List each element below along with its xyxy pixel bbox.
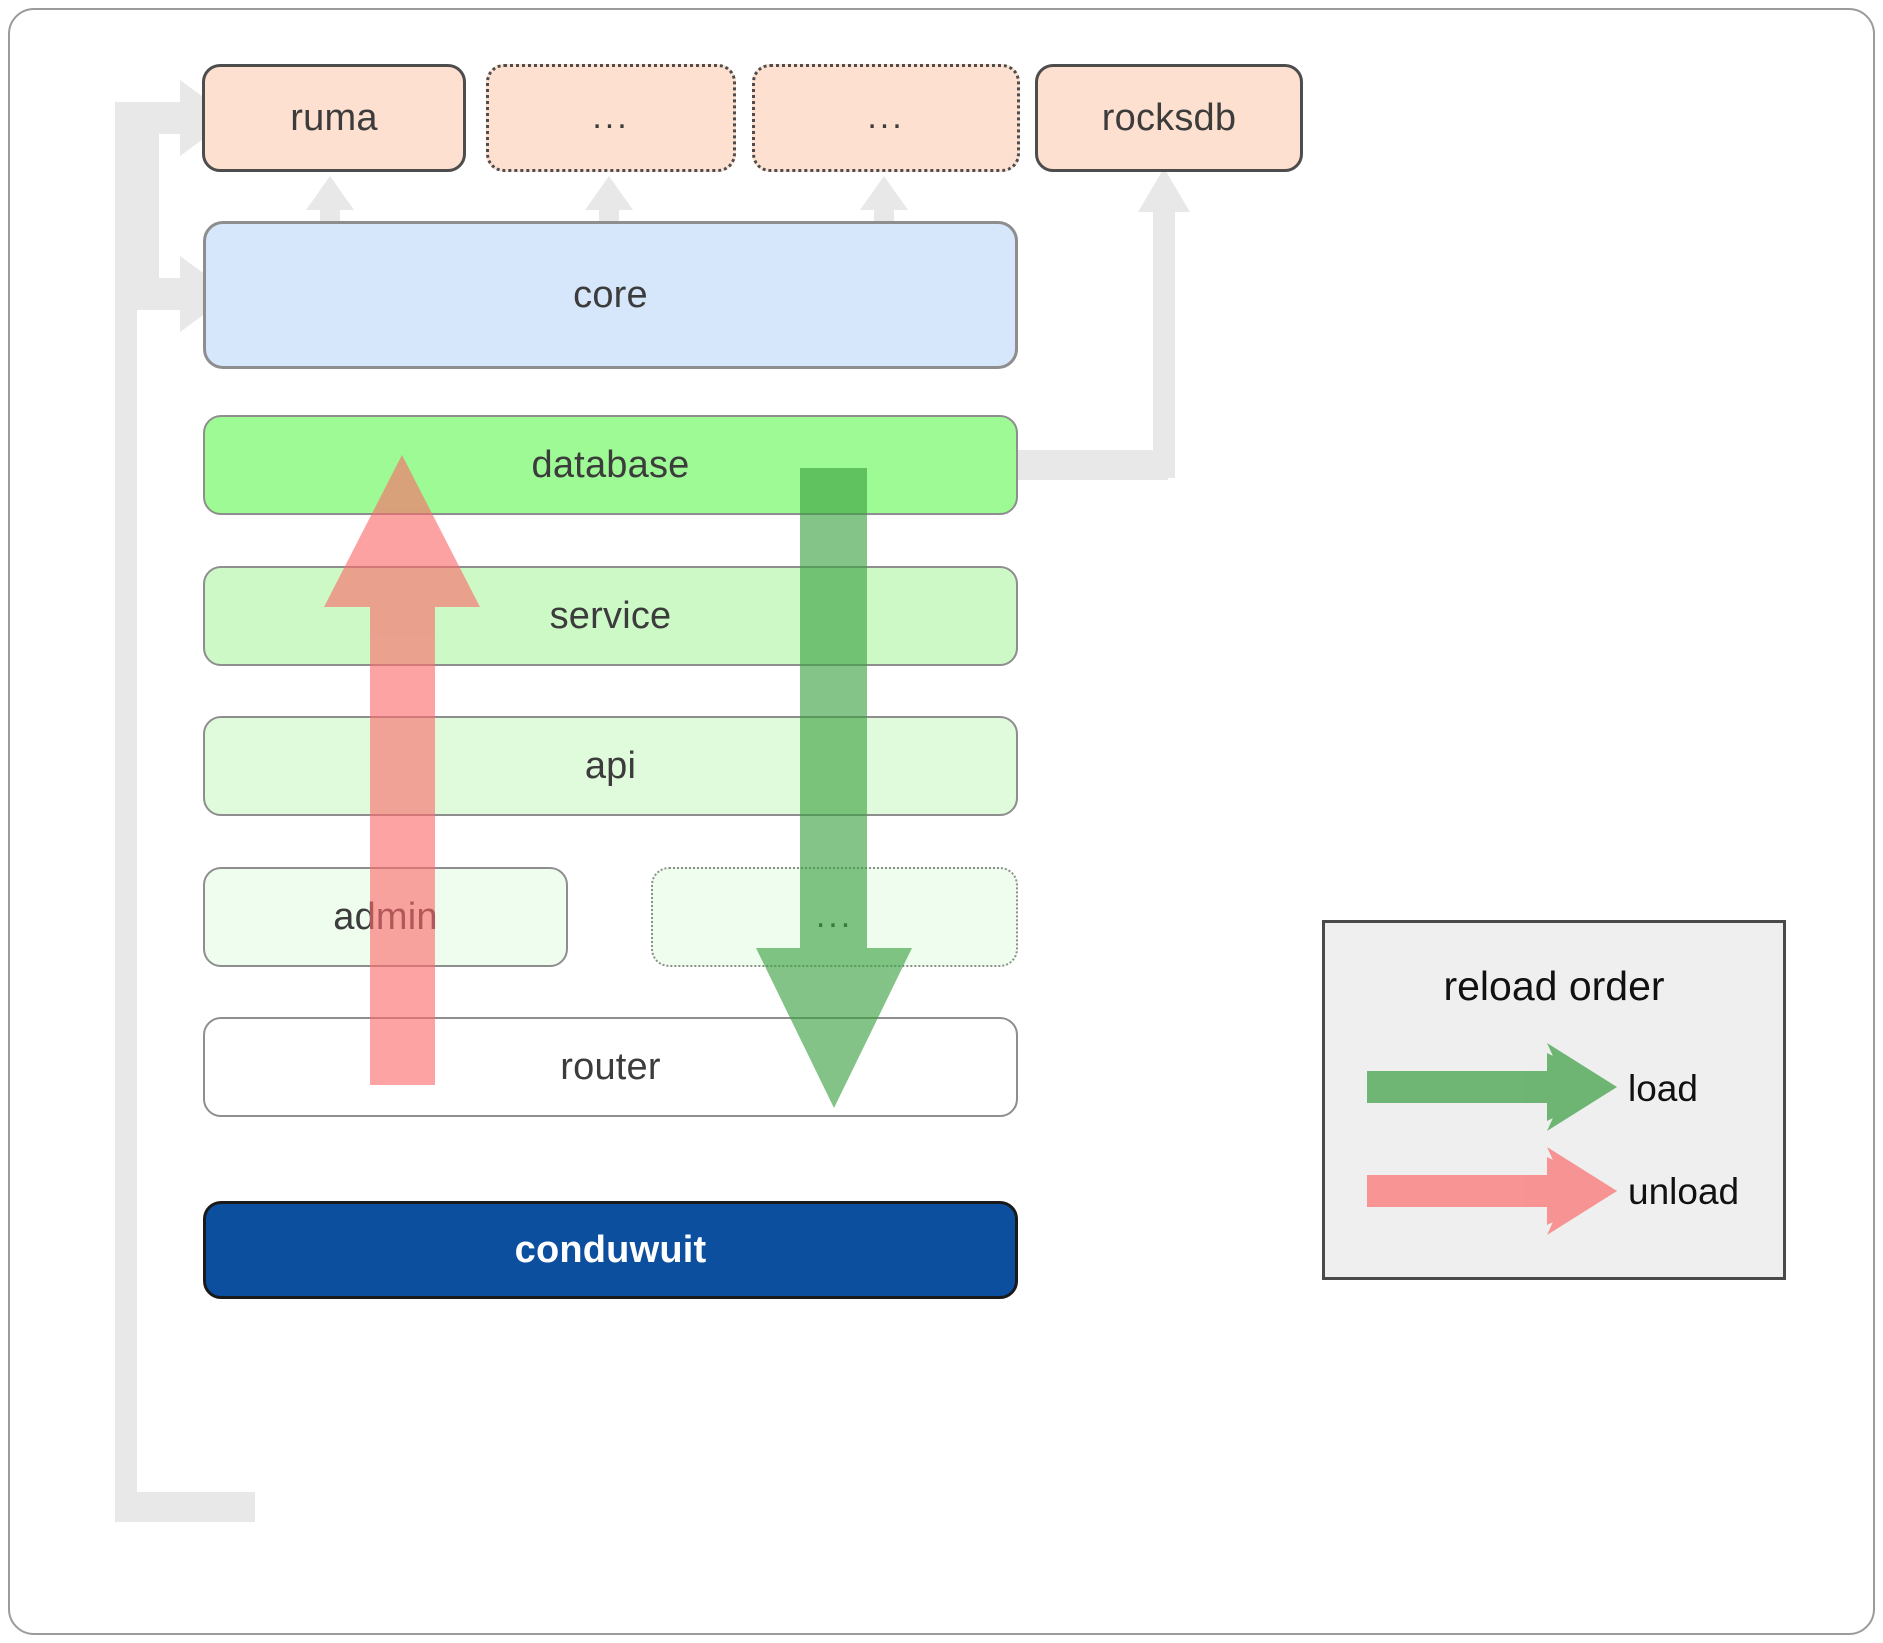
layer-label-database: database xyxy=(531,443,690,486)
layer-label-router: router xyxy=(560,1045,661,1088)
legend-label-unload: unload xyxy=(1628,1171,1740,1212)
legend-label-load: load xyxy=(1628,1068,1698,1109)
dependency-label-3: ... xyxy=(867,98,905,137)
layer-box-etc[interactable]: ... xyxy=(651,867,1018,967)
layer-label-etc: ... xyxy=(815,897,854,936)
dependency-box-3[interactable]: ... xyxy=(752,64,1020,172)
dependency-label-ruma: ruma xyxy=(290,96,378,139)
layer-box-database[interactable]: database xyxy=(203,415,1018,515)
layer-label-conduwuit: conduwuit xyxy=(514,1228,707,1271)
layer-box-router[interactable]: router xyxy=(203,1017,1018,1117)
layer-label-admin: admin xyxy=(333,895,438,938)
layer-box-core[interactable]: core xyxy=(203,221,1018,369)
dependency-label-rocksdb: rocksdb xyxy=(1101,96,1237,139)
layer-box-api[interactable]: api xyxy=(203,716,1018,816)
layer-label-service: service xyxy=(549,594,672,637)
dependency-box-2[interactable]: ... xyxy=(486,64,736,172)
dependency-box-ruma[interactable]: ruma xyxy=(202,64,466,172)
legend-panel: reload order load unload xyxy=(1322,920,1786,1280)
dependency-box-rocksdb[interactable]: rocksdb xyxy=(1035,64,1303,172)
dependency-label-2: ... xyxy=(592,98,630,137)
layer-box-service[interactable]: service xyxy=(203,566,1018,666)
layer-label-core: core xyxy=(573,273,648,316)
layer-box-admin[interactable]: admin xyxy=(203,867,568,967)
layer-label-api: api xyxy=(584,744,637,787)
layer-box-conduwuit[interactable]: conduwuit xyxy=(203,1201,1018,1299)
legend-arrow-glyphs xyxy=(1367,1043,1617,1235)
legend-unload-arrow-icon xyxy=(1367,1147,1617,1235)
legend-title: reload order xyxy=(1443,963,1665,1009)
legend-load-arrow-icon xyxy=(1367,1043,1617,1131)
